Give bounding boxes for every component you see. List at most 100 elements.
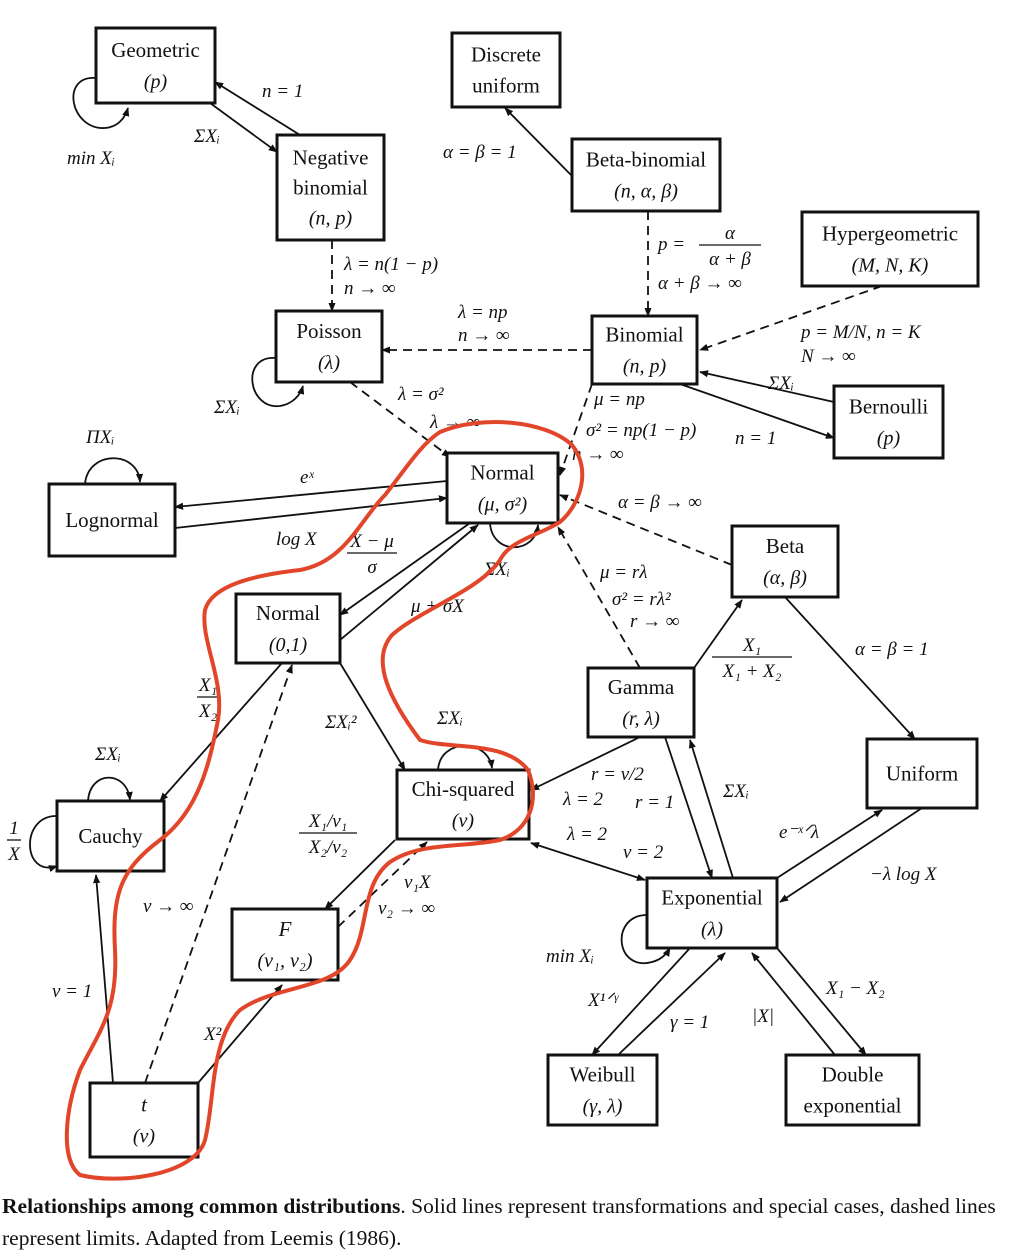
label-chisq-loop: ΣXᵢ [436,708,463,729]
edge-hyper-to-binomial [699,285,883,351]
label-negbin-pois-2: n → ∞ [344,278,396,299]
node-box [274,309,384,384]
edge-exponential-to-gamma [688,739,734,879]
label-lognorm-loop: ΠXᵢ [85,427,114,448]
fraction-label: X − μσ [347,531,397,578]
distribution-relationship-diagram: Geometric(p)DiscreteuniformNegativebinom… [7,26,980,1181]
node-name: Beta-binomial [586,148,706,172]
edge-normal-to-standard [339,522,471,616]
node-name: Poisson [296,319,362,343]
label-pois-loop: ΣXᵢ [213,397,240,418]
figure-caption: Relationships among common distributions… [2,1190,1027,1254]
fraction-numerator: X − μ [349,531,393,552]
node-name: Cauchy [78,824,143,848]
node-name: Negative [293,146,369,170]
node-beta: Beta(α, β) [730,524,840,599]
node-params: (γ, λ) [583,1096,623,1118]
node-params: (λ) [701,919,723,941]
node-cauchy: Cauchy [55,799,166,873]
node-exponential: Exponential (λ) [645,876,779,950]
caption-text: . Solid lines represent transformations … [2,1194,996,1250]
node-beta-binomial: Beta-binomial(n, α, β) [570,137,722,213]
node-name: Weibull [570,1063,636,1087]
edge-beta-to-uniform [784,596,916,740]
edge-dexp-to-exponential [751,952,836,1056]
node-params: (M, N, K) [852,255,929,277]
fraction-numerator: 1 [9,818,19,839]
caption-title: Relationships among common distributions [2,1194,401,1218]
edge-exponential-to-weibull [591,947,691,1056]
node-box [800,210,980,288]
node-hypergeometric: Hypergeometric (M, N, K) [800,210,980,288]
label-gamma-norm-1: μ = rλ [599,562,647,583]
edge-uniform-to-exponential [779,807,923,903]
node-name: Binomial [605,323,683,347]
node-name: Normal [470,461,534,485]
node-binomial: Binomial(n, p) [590,314,699,386]
edge-gamma-to-beta [693,599,743,669]
node-name: Exponential [661,886,763,910]
node-normal: Normal(μ, σ²) [445,451,560,525]
edge-bernoulli-to-binomial [699,370,835,403]
label-std-chisq: ΣXᵢ² [324,712,357,733]
node-name: Lognormal [65,508,158,532]
node-box [88,1081,200,1159]
edge-t-to-standard [144,664,293,1084]
fraction-numerator: α [725,223,736,244]
node-params: (ν) [133,1126,156,1148]
label-weib-exp: γ = 1 [670,1012,709,1033]
label-cauchy-loop: ΣXᵢ [94,744,121,765]
node-name: t [141,1093,148,1117]
edge-gamma-to-exponential [664,736,713,879]
node-name: Beta [766,534,805,558]
node-box [450,31,562,109]
node-name: Chi-squared [412,777,515,801]
edge-beta-to-normal [559,494,733,566]
label-betabin-bin-1: p = [656,234,685,255]
node-box [395,768,531,841]
node-uniform: Uniform [865,737,979,810]
label-hyper-bin-1: p = M/N, n = K [799,322,922,343]
edge-normal-to-lognormal [174,480,448,510]
fraction-denominator: X₂ [198,701,218,722]
label-dexp-exp: |X| [752,1006,774,1027]
edge-standard-to-cauchy [159,662,283,802]
label-bin-pois-2: n → ∞ [458,325,510,346]
node-params: (r, λ) [622,708,660,730]
label-lognorm-norm: log X [276,529,318,550]
label-geo-negbin: ΣXᵢ [193,126,220,147]
label-bern-bin: ΣXᵢ [767,373,794,394]
edge-exponential-to-uniform [776,809,883,879]
label-t-cauchy: ν = 1 [52,981,92,1002]
label-gamma-chisq-2: λ = 2 [562,789,604,810]
node-geometric: Geometric(p) [94,26,217,105]
node-params: (n, p) [309,208,353,230]
edge-chisq-to-f [324,839,396,910]
label-gamma-norm-3: r → ∞ [630,611,679,632]
node-normal01: Normal(0,1) [234,592,342,665]
highlight-outline [64,420,585,1181]
node-name: Hypergeometric [822,222,958,246]
node-params: (ν) [452,810,475,832]
node-name-line2: binomial [293,176,368,200]
node-box [94,26,217,105]
node-f: F(ν₁, ν₂) [230,907,340,982]
edge-binomial-to-bernoulli [679,383,835,439]
node-box [230,907,340,982]
fraction-numerator: X₁ [742,635,761,656]
label-betabin-disc: α = β = 1 [443,142,517,163]
node-box [832,384,945,460]
label-negbin-pois-1: λ = n(1 − p) [343,254,438,275]
node-box [234,592,342,665]
edge-negbin-to-geometric [214,81,301,136]
node-params: (p) [144,71,168,93]
node-params: (ν₁, ν₂) [258,950,313,972]
label-gamma-norm-2: σ² = rλ² [612,589,671,610]
edge-t-to-cauchy [93,874,114,1084]
edge-standard-to-normal [339,524,479,641]
node-name: Uniform [886,762,958,786]
edge-weibull-to-exponential [617,952,726,1056]
